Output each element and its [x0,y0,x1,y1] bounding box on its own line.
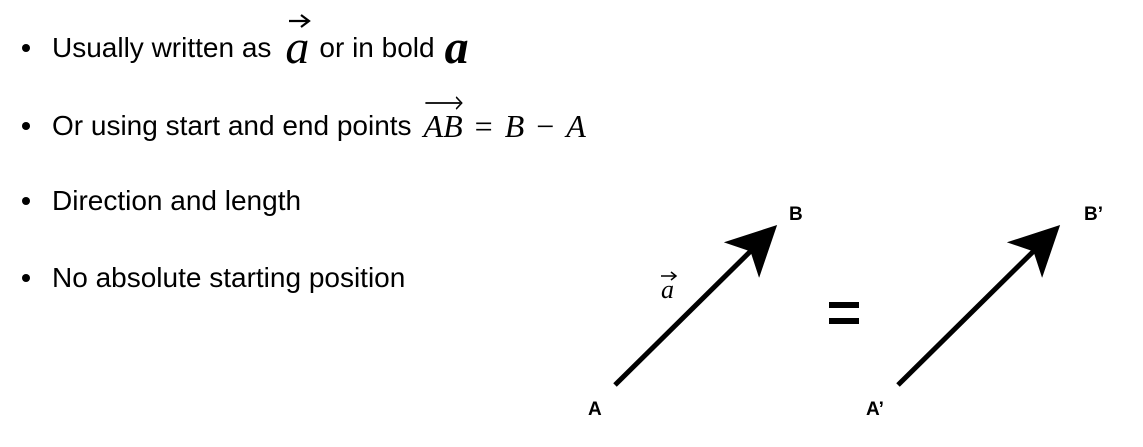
bullet-text: Direction and length [52,185,302,216]
vector-arrow-icon [289,14,312,28]
bullet-item-no-absolute: No absolute starting position [22,258,405,298]
point-b-prime-label: B’ [1084,204,1103,225]
minus-symbol: − [536,107,555,144]
point-b-label: B [789,204,803,225]
bullet-dot [22,122,30,130]
bullet-dot [22,44,30,52]
math-b: B [504,107,525,144]
bullet-item-direction: Direction and length [22,181,301,221]
equals-sign [829,302,859,324]
bullet-dot [22,274,30,282]
vector-a-label: a [661,271,678,304]
vector-arrow-icon [424,95,463,110]
bullet-dot [22,197,30,205]
point-a-label: A [588,399,602,420]
equals-bar-bottom [829,318,859,324]
vector-ab-symbol: AB [424,95,463,145]
bullet-text-middle: or in bold [319,32,435,63]
left-vector-arrow [613,224,778,387]
vector-a-symbol: a [285,14,312,72]
vector-label-text: a [661,275,674,304]
bullet-text: Or using start and end points [52,110,412,141]
math-a: A [566,107,586,144]
point-a-prime-label: A’ [866,399,884,420]
bold-a-symbol: a [444,21,469,74]
equals-symbol: = [474,107,493,144]
bullet-text: No absolute starting position [52,262,406,293]
vector-label-arrowhead-icon [670,271,678,281]
bullet-text: Usually written as [52,32,272,63]
equals-bar-top [829,302,859,308]
bullet-item-notation: Usually written as a or in bold a [22,14,469,72]
right-vector-arrow [896,224,1061,387]
bullet-item-start-end: Or using start and end points AB = B − A [22,95,586,146]
